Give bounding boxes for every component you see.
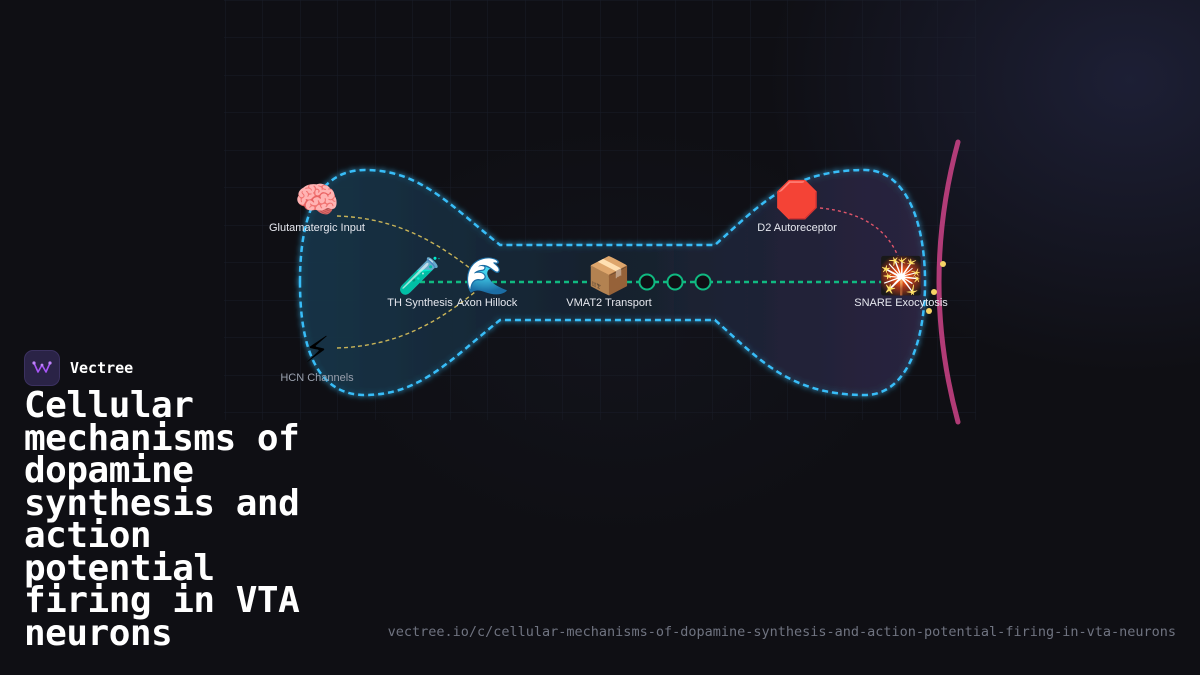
dopamine-molecule	[926, 308, 932, 314]
vesicle	[694, 273, 712, 291]
brand: Vectree	[24, 350, 133, 386]
wave-icon: 🌊	[465, 255, 510, 297]
dopamine-molecule	[940, 261, 946, 267]
node-label-vmat2: VMAT2 Transport	[566, 297, 651, 309]
test-tube-icon: 🧪	[398, 256, 443, 297]
vesicle	[638, 273, 656, 291]
feedback-path-d2	[819, 207, 901, 263]
source-url[interactable]: vectree.io/c/cellular-mechanisms-of-dopa…	[387, 624, 1176, 640]
node-label-axon: Axon Hillock	[457, 297, 518, 309]
vesicle	[666, 273, 684, 291]
package-icon: 📦	[587, 255, 632, 297]
page-title: Cellular mechanisms of dopamine synthesi…	[24, 385, 300, 654]
firework-icon: 🎇	[879, 255, 924, 297]
node-label-d2: D2 Autoreceptor	[757, 222, 837, 234]
neuron-icon	[24, 350, 60, 386]
input-path-hcn	[336, 291, 476, 349]
node-label-th: TH Synthesis	[387, 297, 453, 309]
dopamine-molecule	[931, 289, 937, 295]
node-label-snare: SNARE Exocytosis	[854, 297, 948, 309]
brain-icon: 🧠	[295, 180, 340, 221]
synaptic-cleft-membrane	[936, 139, 961, 425]
node-label-hcn: HCN Channels	[280, 372, 354, 384]
stop-sign-icon: 🛑	[775, 179, 820, 221]
brand-name: Vectree	[70, 359, 134, 377]
input-path-glutamatergic	[336, 215, 476, 273]
node-label-glutamatergic: Glutamatergic Input	[269, 222, 365, 234]
lightning-icon: ⚡	[304, 330, 329, 371]
